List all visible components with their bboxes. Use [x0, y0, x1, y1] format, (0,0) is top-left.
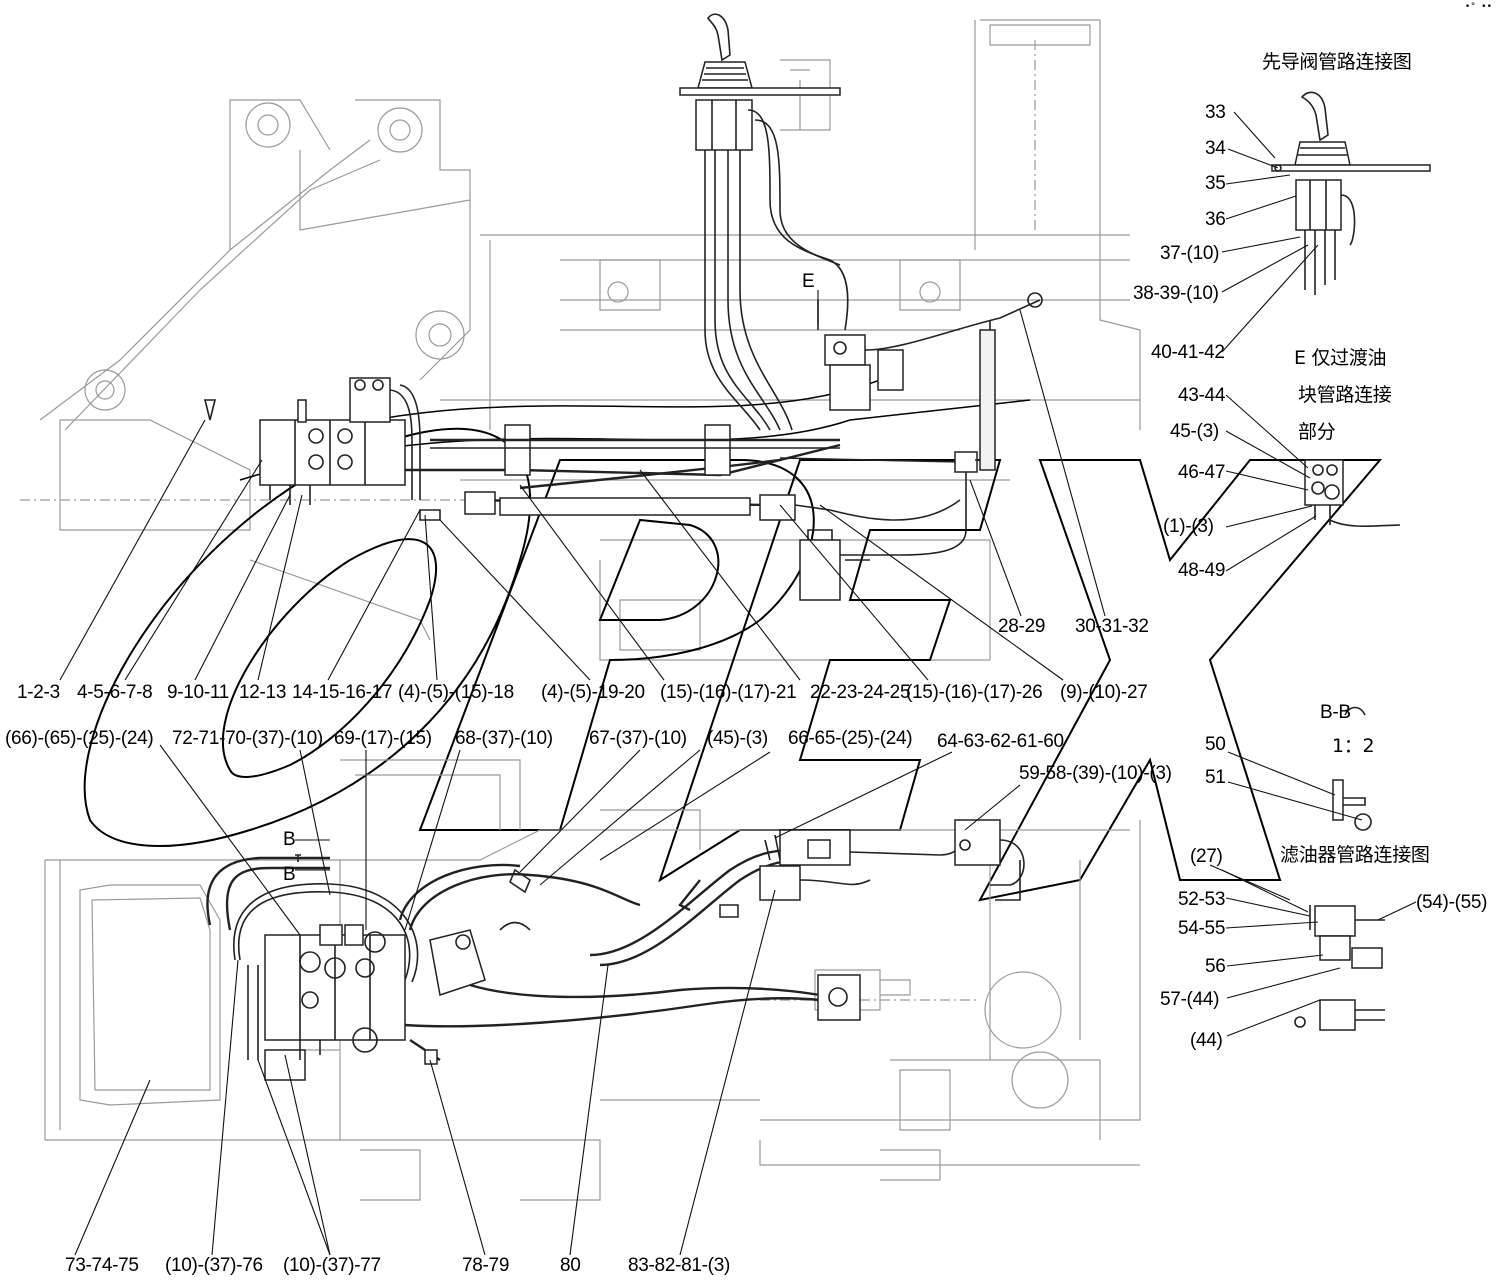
part-label: 72-71-70-(37)-(10) [172, 728, 323, 749]
leader-lines [59, 111, 1417, 1256]
lower-pump-and-hoses [206, 819, 1025, 1065]
e-block-title-line3: 部分 [1298, 421, 1336, 443]
part-label: 40-41-42 [1151, 342, 1225, 363]
section-bb-label: B-B [1320, 702, 1351, 723]
upper-frame-outline [20, 19, 1141, 661]
part-label: (66)-(65)-(25)-(24) [5, 728, 154, 749]
section-scale: 1：2 [1332, 735, 1375, 757]
part-label: (44) [1190, 1030, 1223, 1051]
part-label: 33 [1205, 102, 1226, 123]
corner-mark: •° •• [1464, 2, 1492, 12]
part-label: 64-63-62-61-60 [937, 731, 1064, 752]
part-label: 1-2-3 [17, 682, 60, 703]
part-label: 43-44 [1178, 385, 1226, 406]
section-b-markers [295, 839, 330, 871]
part-label: (1)-(3) [1163, 516, 1214, 537]
part-label: (10)-(37)-77 [283, 1255, 381, 1276]
part-label: 68-(37)-(10) [455, 728, 553, 749]
part-label: 9-10-11 [167, 682, 229, 703]
pilot-valve-detail [1271, 91, 1431, 295]
e-block-title-line1: E 仅过渡油 [1294, 347, 1387, 369]
part-label: (54)-(55) [1416, 892, 1488, 913]
part-label: 83-82-81-(3) [628, 1255, 731, 1276]
upper-pipes-cylinders [203, 320, 996, 601]
part-label: 22-23-24-25 [810, 682, 911, 703]
e-block-detail [1304, 459, 1401, 528]
part-label: 59-58-(39)-(10)-(3) [1019, 763, 1172, 784]
section-b-top: B [283, 829, 296, 850]
part-label: 34 [1205, 138, 1226, 159]
lower-main-valve [233, 883, 419, 1081]
filter-detail [1294, 905, 1385, 1031]
part-label: 35 [1205, 173, 1226, 194]
part-label: 57-(44) [1160, 989, 1220, 1010]
watermark-letter-x [978, 459, 1383, 902]
filter-title: 滤油器管路连接图 [1280, 844, 1430, 866]
watermark-letter-e [658, 459, 1002, 883]
part-label: (45)-(3) [707, 728, 768, 749]
part-label: 54-55 [1178, 918, 1226, 939]
part-label: (9)-(10)-27 [1060, 682, 1148, 703]
part-label: 66-65-(25)-(24) [788, 728, 913, 749]
part-label: 50 [1205, 734, 1226, 755]
part-label: 30-31-32 [1075, 616, 1149, 637]
part-label: 78-79 [462, 1255, 510, 1276]
part-label: (10)-(37)-76 [165, 1255, 263, 1276]
part-label: 38-39-(10) [1133, 283, 1219, 304]
part-label: (15)-(16)-(17)-26 [906, 682, 1043, 703]
part-label: 52-53 [1178, 889, 1226, 910]
part-label: 48-49 [1178, 560, 1226, 581]
part-label: (15)-(16)-(17)-21 [660, 682, 797, 703]
section-b-bottom: B [283, 864, 296, 885]
view-e-label: E [802, 271, 815, 292]
part-label: 69-(17)-(15) [334, 728, 432, 749]
part-label: 56 [1205, 956, 1226, 977]
part-label: 37-(10) [1160, 243, 1220, 264]
upper-pilot-joystick [679, 13, 849, 431]
part-label: 73-74-75 [65, 1255, 139, 1276]
part-label: 12-13 [239, 682, 287, 703]
part-label: 4-5-6-7-8 [77, 682, 153, 703]
part-label: 14-15-16-17 [292, 682, 393, 703]
part-label: (27) [1190, 846, 1223, 867]
part-label: 46-47 [1178, 462, 1226, 483]
watermark-letter-p [418, 459, 815, 831]
part-label: 36 [1205, 209, 1226, 230]
section-bb-detail [1332, 706, 1372, 831]
upper-main-valve [259, 377, 421, 505]
part-label: 45-(3) [1170, 421, 1219, 442]
pilot-valve-title: 先导阀管路连接图 [1262, 51, 1412, 73]
part-label: 28-29 [998, 616, 1046, 637]
e-block-title-line2: 块管路连接 [1298, 384, 1392, 406]
part-label: (4)-(5)-(15)-18 [398, 682, 514, 703]
part-label: 51 [1205, 767, 1226, 788]
part-label: (4)-(5)-19-20 [541, 682, 645, 703]
part-label: 80 [560, 1255, 581, 1276]
part-label: 67-(37)-(10) [589, 728, 687, 749]
